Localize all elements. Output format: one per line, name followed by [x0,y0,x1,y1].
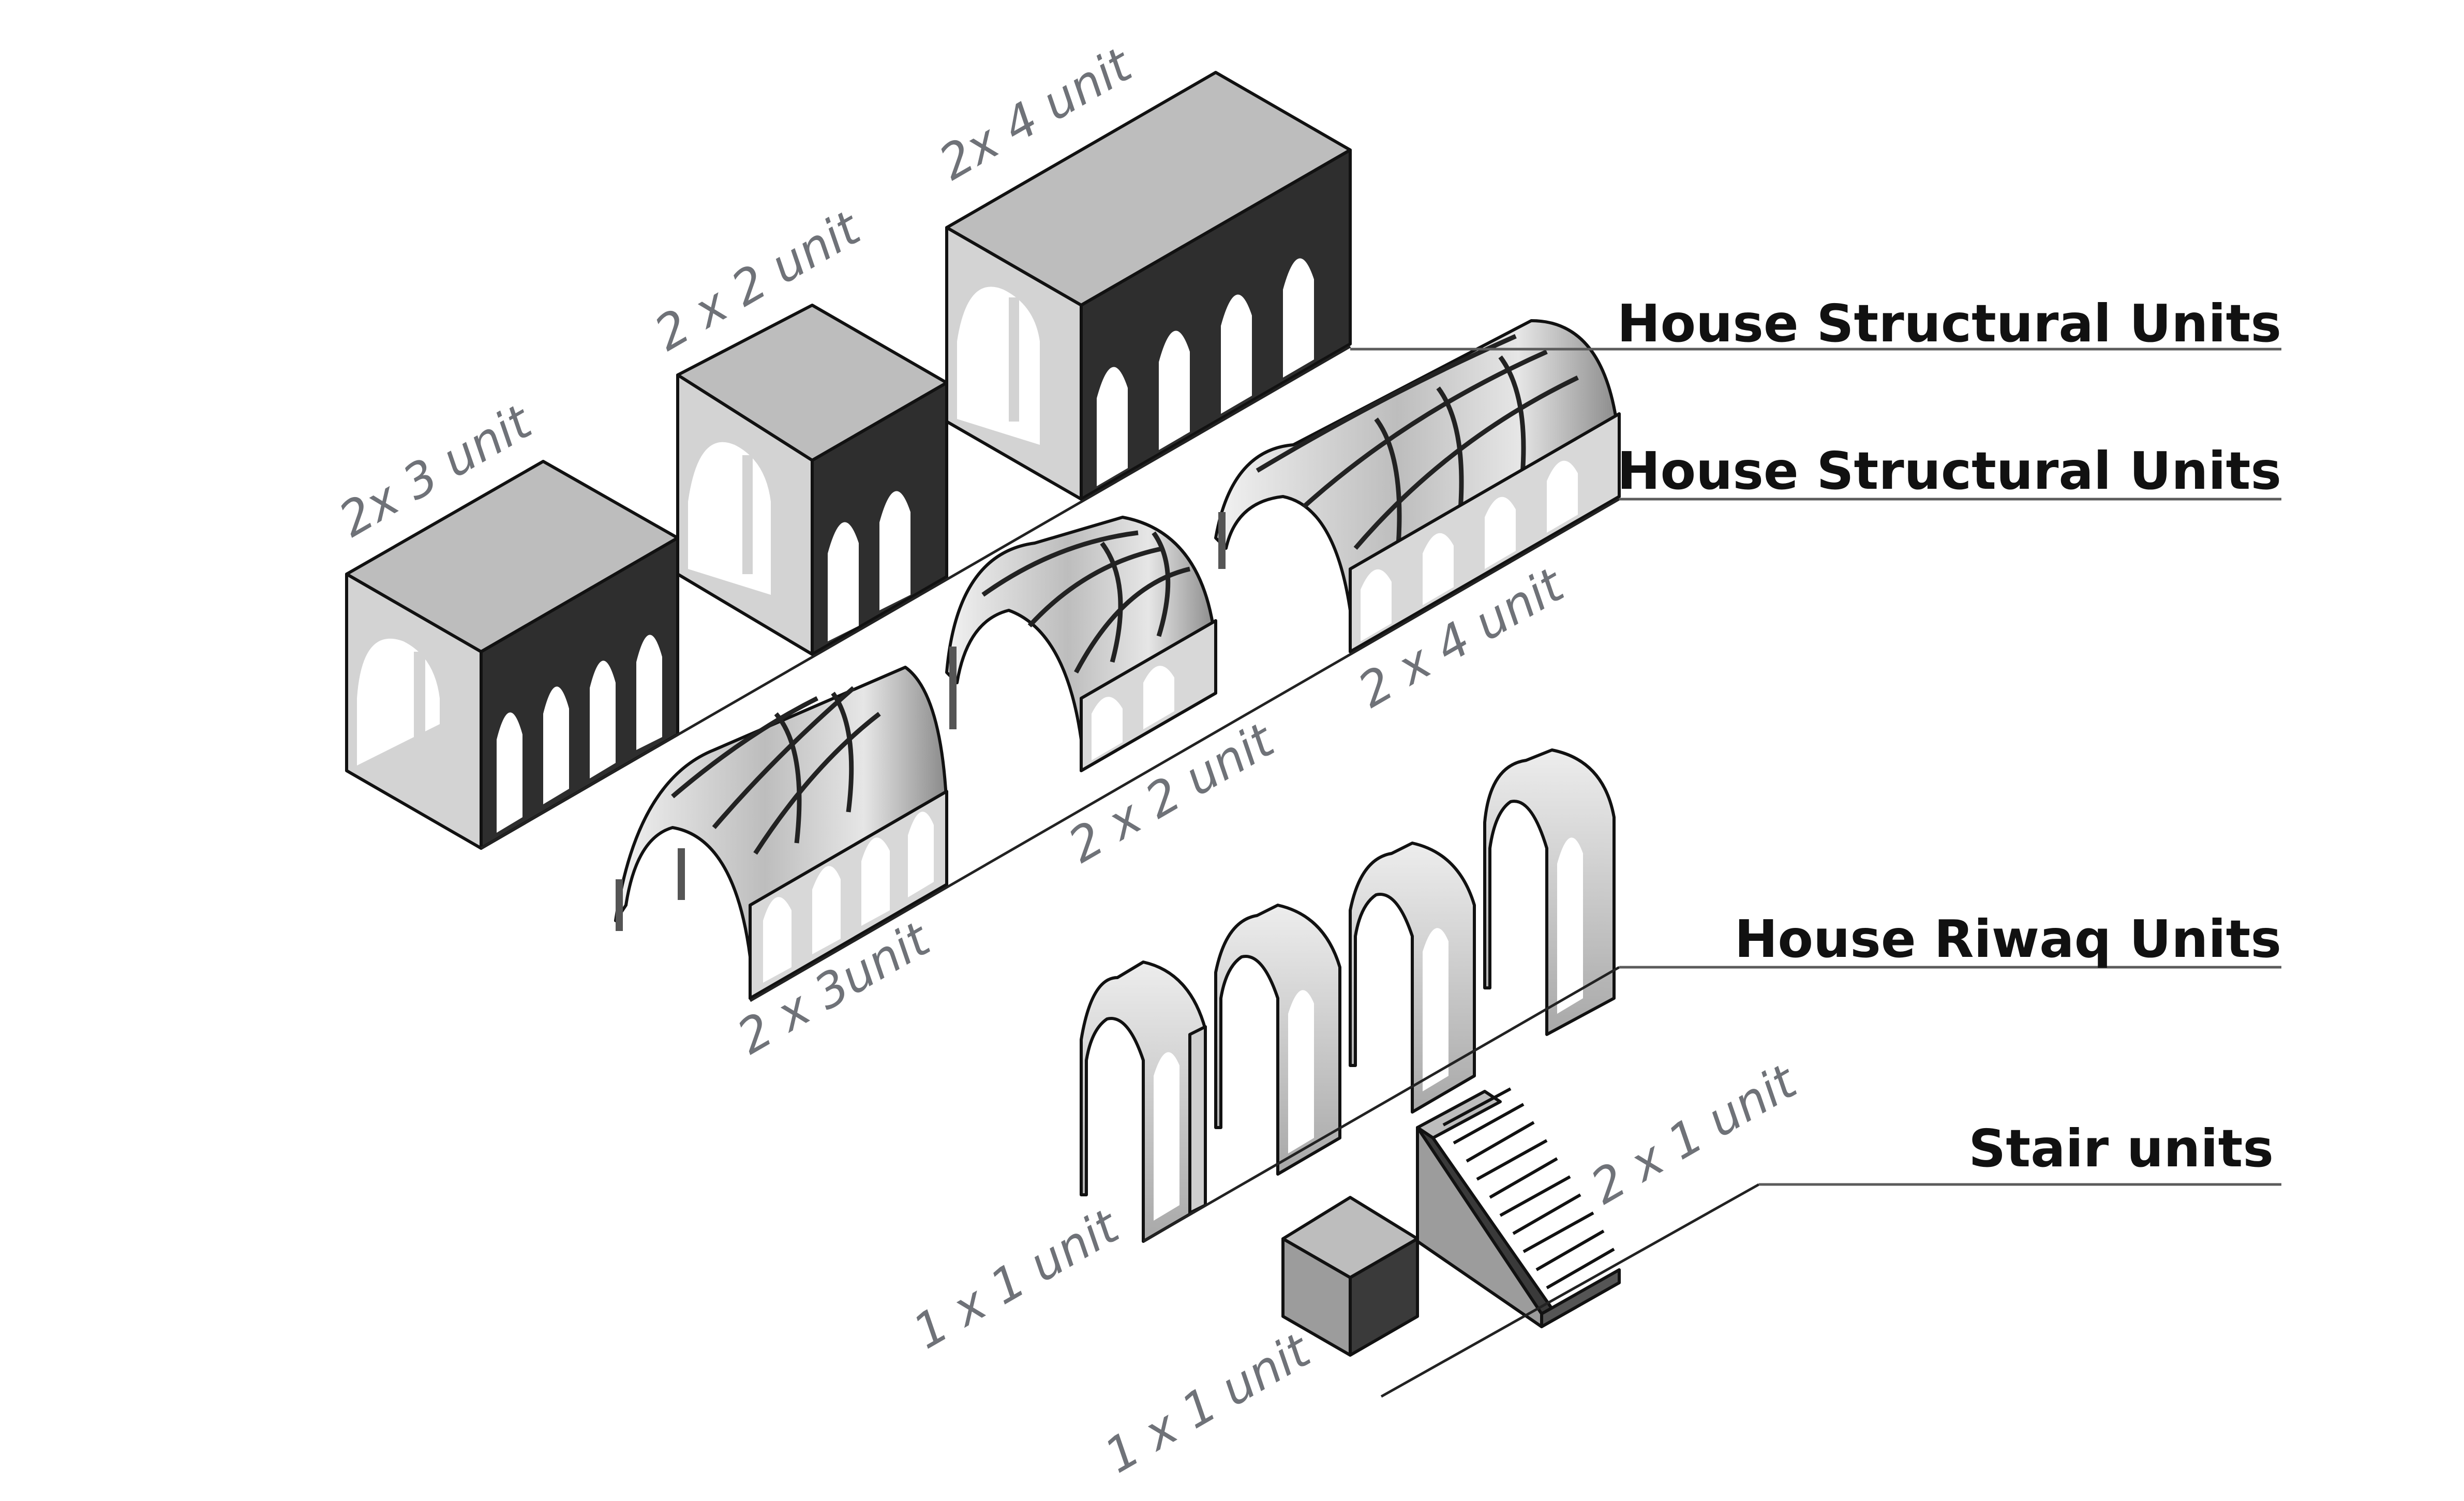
row-1-block-units [345,71,1352,850]
row-title-4: Stair units [1968,1118,2274,1179]
riwaq-arch-1 [1080,960,1207,1243]
block-2x3-unit [345,460,679,850]
vault-2x2-unit [945,516,1217,772]
stair-steps [1442,1087,1615,1289]
vault-2x4-unit [1214,319,1621,653]
row-title-3: House Riwaq Units [1735,909,2281,969]
row-title-2: House Structural Units [1617,441,2281,501]
row-2-vault-units [614,319,1621,1000]
label-stair-2x1: 2 x 1 unit [1582,1053,1807,1215]
block-2x2-unit [676,304,948,656]
riwaq-arch-2 [1214,904,1341,1176]
vault-2x3-unit [614,666,948,1000]
cube-1x1-unit [1281,1196,1419,1357]
label-cube-1x1: 1 x 1 unit [1096,1322,1321,1484]
ground-lines [480,345,1760,1398]
row-3-riwaq-units [1080,748,1616,1243]
row-title-1: House Structural Units [1617,293,2281,354]
riwaq-arch-3 [1349,842,1476,1114]
riwaq-arch-4 [1483,748,1616,1036]
block-2x4-unit [945,71,1352,501]
row-4-stair-units [1281,1087,1621,1357]
label-riwaq-1x1: 1 x 1 unit [904,1198,1129,1360]
stair-2x1-unit [1416,1087,1621,1328]
leader-lines [1350,348,2281,1186]
